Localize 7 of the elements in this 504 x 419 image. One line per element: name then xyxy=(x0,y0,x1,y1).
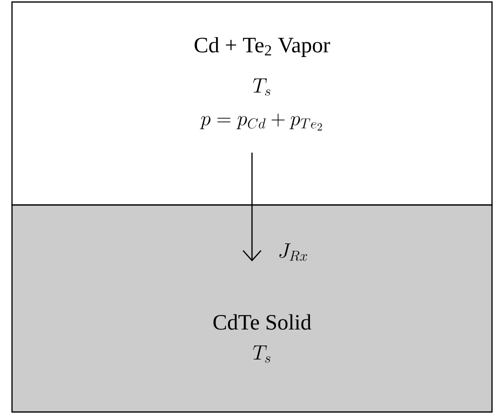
edge-label: $J_{Rx}$ xyxy=(279,243,308,261)
formula: $p = p_{Cd}+p_{Te_2}$ xyxy=(200,114,322,130)
region-title: CdTe Solid xyxy=(213,314,312,330)
formula: $T_s$ xyxy=(253,78,270,96)
arrow xyxy=(242,152,262,262)
formula: $T_s$ xyxy=(253,346,270,363)
region-title: Cd + Te$_{2}$ Vapor xyxy=(194,37,330,57)
